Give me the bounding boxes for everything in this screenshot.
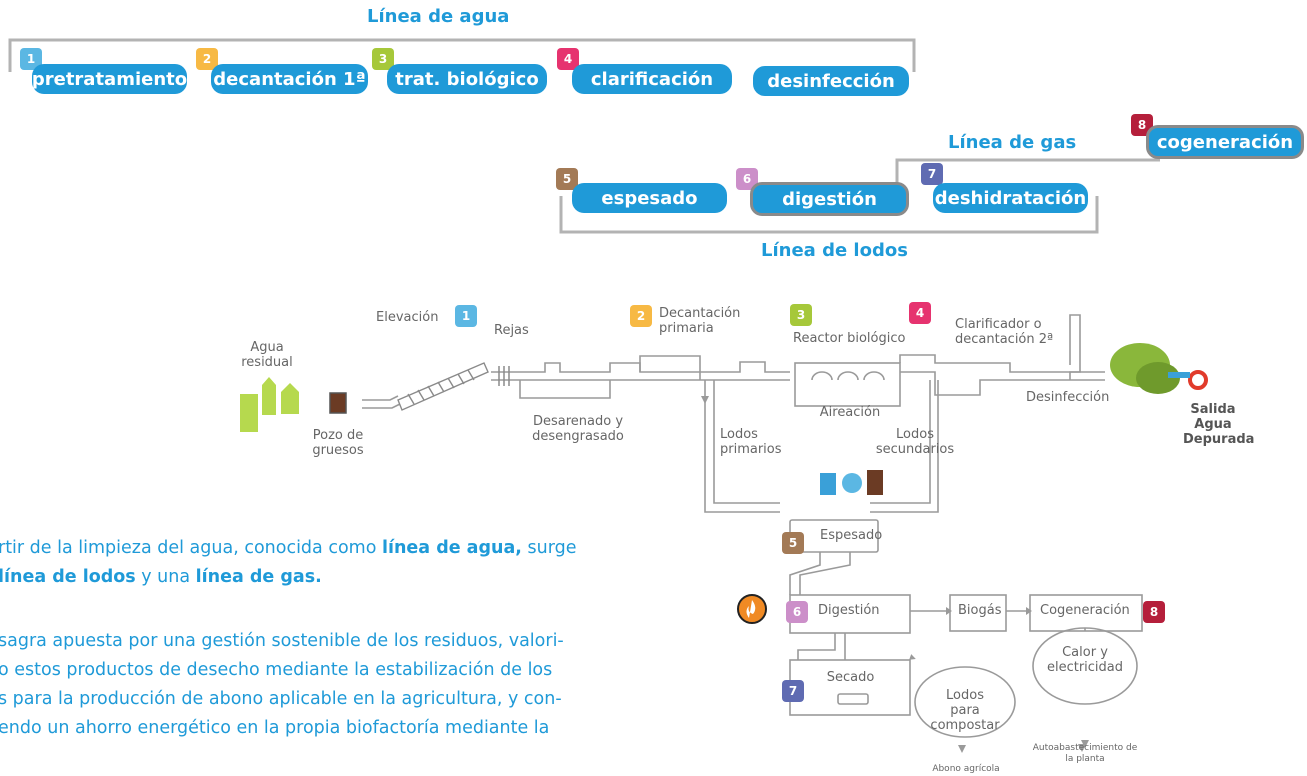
decantacion-pill: decantación 1ª <box>211 64 368 94</box>
desinfeccion-pill: desinfección <box>753 66 909 96</box>
pretratamiento-pill: pretratamiento <box>32 64 187 94</box>
reactor-biologico-label: Reactor biológico <box>793 331 906 346</box>
cogeneracion-pill: cogeneración <box>1146 125 1304 159</box>
body-line-1: sagra apuesta por una gestión sostenible… <box>0 631 564 651</box>
lodos-compostar-label: Lodos para compostar <box>930 688 1000 733</box>
agua-residual-label: Agua residual <box>241 340 293 370</box>
linea-gas-title: Línea de gas <box>948 132 1077 153</box>
rejas-label: Rejas <box>494 323 529 338</box>
intro-line-2: línea de lodos y una línea de gas. <box>0 567 322 587</box>
elevacion-label: Elevación <box>376 310 439 325</box>
espesado-pill: espesado <box>572 183 727 213</box>
desarenado-label: Desarenado y desengrasado <box>532 414 624 444</box>
diagram-step-7-badge: 7 <box>782 680 804 702</box>
clarificacion-pill: clarificación <box>572 64 732 94</box>
salida-label: Salida Agua Depurada <box>1183 402 1255 447</box>
body-line-3: s para la producción de abono aplicable … <box>0 689 562 709</box>
diagram-step-4-badge: 4 <box>909 302 931 324</box>
decantacion-primaria-label: Decantación primaria <box>659 306 741 336</box>
clarificador-label: Clarificador o decantación 2ª <box>955 317 1054 347</box>
abono-label: Abono agrícola <box>932 764 1000 774</box>
step-7-badge: 7 <box>921 163 943 185</box>
step-5-badge: 5 <box>556 168 578 190</box>
pozo-label: Pozo de gruesos <box>312 428 364 458</box>
diagram-step-3-badge: 3 <box>790 304 812 326</box>
step-6-badge: 6 <box>736 168 758 190</box>
aireacion-label: Aireación <box>819 405 881 420</box>
body-line-2: o estos productos de desecho mediante la… <box>0 660 553 680</box>
linea-agua-title: Línea de agua <box>367 6 510 27</box>
diagram-step-1-badge: 1 <box>455 305 477 327</box>
secado-label: Secado <box>826 670 875 685</box>
step-4-badge: 4 <box>557 48 579 70</box>
calor-label: Calor y electricidad <box>1046 645 1124 675</box>
espesado-label: Espesado <box>820 528 883 543</box>
diagram-step-5-badge: 5 <box>782 532 804 554</box>
digestion-label: Digestión <box>818 603 880 618</box>
diagram-step-6-badge: 6 <box>786 601 808 623</box>
linea-lodos-title: Línea de lodos <box>761 240 908 261</box>
autoabastecimiento-label: Autoabastecimiento de la planta <box>1032 743 1138 764</box>
cogeneracion-label: Cogeneración <box>1040 603 1130 618</box>
biogas-label: Biogás <box>958 603 1002 618</box>
body-line-4: endo un ahorro energético en la propia b… <box>0 718 550 738</box>
digestion-pill: digestión <box>750 182 909 216</box>
deshidratacion-pill: deshidratación <box>933 183 1088 213</box>
diagram-step-8-badge: 8 <box>1143 601 1165 623</box>
diagram-step-2-badge: 2 <box>630 305 652 327</box>
step-1-badge: 1 <box>20 48 42 70</box>
intro-line-1: rtir de la limpieza del agua, conocida c… <box>0 538 577 558</box>
step-2-badge: 2 <box>196 48 218 70</box>
trat-biologico-pill: trat. biológico <box>387 64 547 94</box>
desinfeccion-label: Desinfección <box>1026 390 1110 405</box>
step-3-badge: 3 <box>372 48 394 70</box>
lodos-secundarios-label: Lodos secundarios <box>875 427 955 457</box>
lodos-primarios-label: Lodos primarios <box>720 427 782 457</box>
